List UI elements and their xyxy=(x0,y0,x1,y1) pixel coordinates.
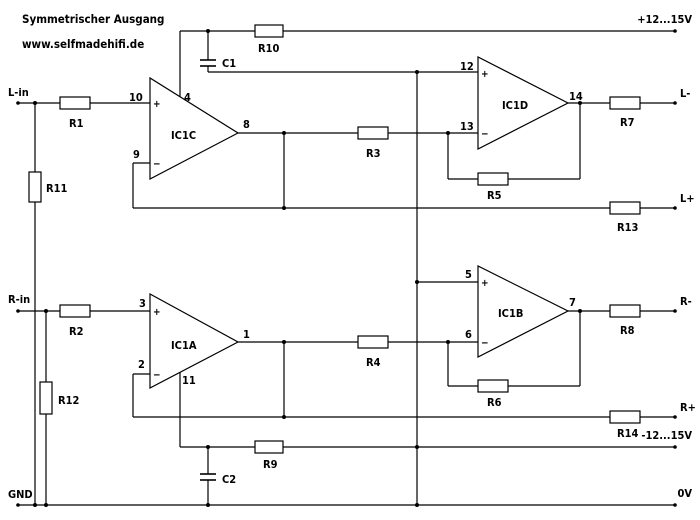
resistor-r12 xyxy=(39,381,53,415)
mid-vertical-node xyxy=(416,72,478,505)
label-r13: R13 xyxy=(617,221,639,234)
pin-1: 1 xyxy=(243,328,250,341)
positive-supply-label: +12...15V xyxy=(637,13,692,26)
label-r8: R8 xyxy=(620,324,635,337)
resistor-r1 xyxy=(59,96,91,110)
left-input-network xyxy=(18,102,150,505)
resistor-r4 xyxy=(357,335,389,349)
pin-5: 5 xyxy=(465,268,472,281)
label-r4: R4 xyxy=(366,356,381,369)
label-r6: R6 xyxy=(487,396,502,409)
ic1a-minus-sign: − xyxy=(153,370,161,381)
resistor-r8 xyxy=(609,304,641,318)
resistor-r13 xyxy=(609,201,641,215)
label-r11: R11 xyxy=(46,182,68,195)
junction-dots xyxy=(16,29,677,507)
output-label-left-plus: L+ xyxy=(680,192,695,205)
resistor-r2 xyxy=(59,304,91,318)
capacitor-c2 xyxy=(200,473,216,481)
zero-volt-label: 0V xyxy=(677,487,692,500)
resistor-r6 xyxy=(477,379,509,393)
label-r5: R5 xyxy=(487,189,502,202)
label-r12: R12 xyxy=(58,394,80,407)
opamp-ic1d xyxy=(477,56,570,150)
right-input-network xyxy=(18,310,150,505)
opamp-label-ic1a: IC1A xyxy=(171,339,197,352)
pin-13: 13 xyxy=(460,120,474,133)
opamp-ic1c xyxy=(149,76,240,180)
pin-10: 10 xyxy=(129,91,143,104)
resistor-r9 xyxy=(254,440,284,454)
label-c1: C1 xyxy=(222,57,236,70)
opamp-ic1b xyxy=(477,265,570,358)
ic1d-plus-sign: + xyxy=(481,69,489,80)
output-label-right-minus: R- xyxy=(680,295,692,308)
resistor-r7 xyxy=(609,96,641,110)
label-r2: R2 xyxy=(69,325,84,338)
ic1b-minus-sign: − xyxy=(481,338,489,349)
pin-14: 14 xyxy=(569,90,583,103)
opamp-label-ic1d: IC1D xyxy=(502,99,528,112)
resistor-r11 xyxy=(28,171,42,203)
opamp-label-ic1c: IC1C xyxy=(171,129,196,142)
negative-supply-label: -12...15V xyxy=(641,429,692,442)
ic1c-minus-sign: − xyxy=(153,159,161,170)
label-r1: R1 xyxy=(69,117,84,130)
ic1a-wiring xyxy=(132,341,675,418)
pin-9: 9 xyxy=(133,148,140,161)
capacitor-c1 xyxy=(200,59,216,67)
label-r14: R14 xyxy=(617,427,639,440)
label-r9: R9 xyxy=(263,458,278,471)
ic1c-plus-sign: + xyxy=(153,99,161,110)
ic1b-wiring xyxy=(447,310,675,387)
pin-7: 7 xyxy=(569,296,576,309)
ic1d-minus-sign: − xyxy=(481,129,489,140)
negative-supply-rail xyxy=(179,368,675,505)
opamp-ic1a xyxy=(149,292,240,389)
website-url: www.selfmadehifi.de xyxy=(22,37,144,51)
pin-2: 2 xyxy=(138,358,145,371)
input-label-right: R-in xyxy=(8,293,30,306)
diagram-title: Symmetrischer Ausgang xyxy=(22,12,164,26)
opamp-label-ic1b: IC1B xyxy=(498,307,523,320)
pin-8: 8 xyxy=(243,118,250,131)
input-label-left: L-in xyxy=(8,86,29,99)
pin-6: 6 xyxy=(465,328,472,341)
label-r7: R7 xyxy=(620,116,635,129)
pin-11: 11 xyxy=(182,374,196,387)
label-c2: C2 xyxy=(222,473,236,486)
pin-3: 3 xyxy=(139,297,146,310)
positive-supply-rail xyxy=(179,30,675,97)
ic1c-wiring xyxy=(132,132,675,209)
resistor-r5 xyxy=(477,172,509,186)
resistor-r3 xyxy=(357,126,389,140)
output-label-left-minus: L- xyxy=(680,87,690,100)
label-r10: R10 xyxy=(258,42,280,55)
pin-12: 12 xyxy=(460,60,474,73)
ic1b-plus-sign: + xyxy=(481,278,489,289)
resistor-r14 xyxy=(609,410,641,424)
output-label-right-plus: R+ xyxy=(680,401,696,414)
ground-label: GND xyxy=(8,488,33,501)
ic1a-plus-sign: + xyxy=(153,307,161,318)
resistor-r10 xyxy=(254,24,284,38)
label-r3: R3 xyxy=(366,147,381,160)
ic1d-wiring xyxy=(447,102,675,180)
pin-4: 4 xyxy=(184,91,191,104)
